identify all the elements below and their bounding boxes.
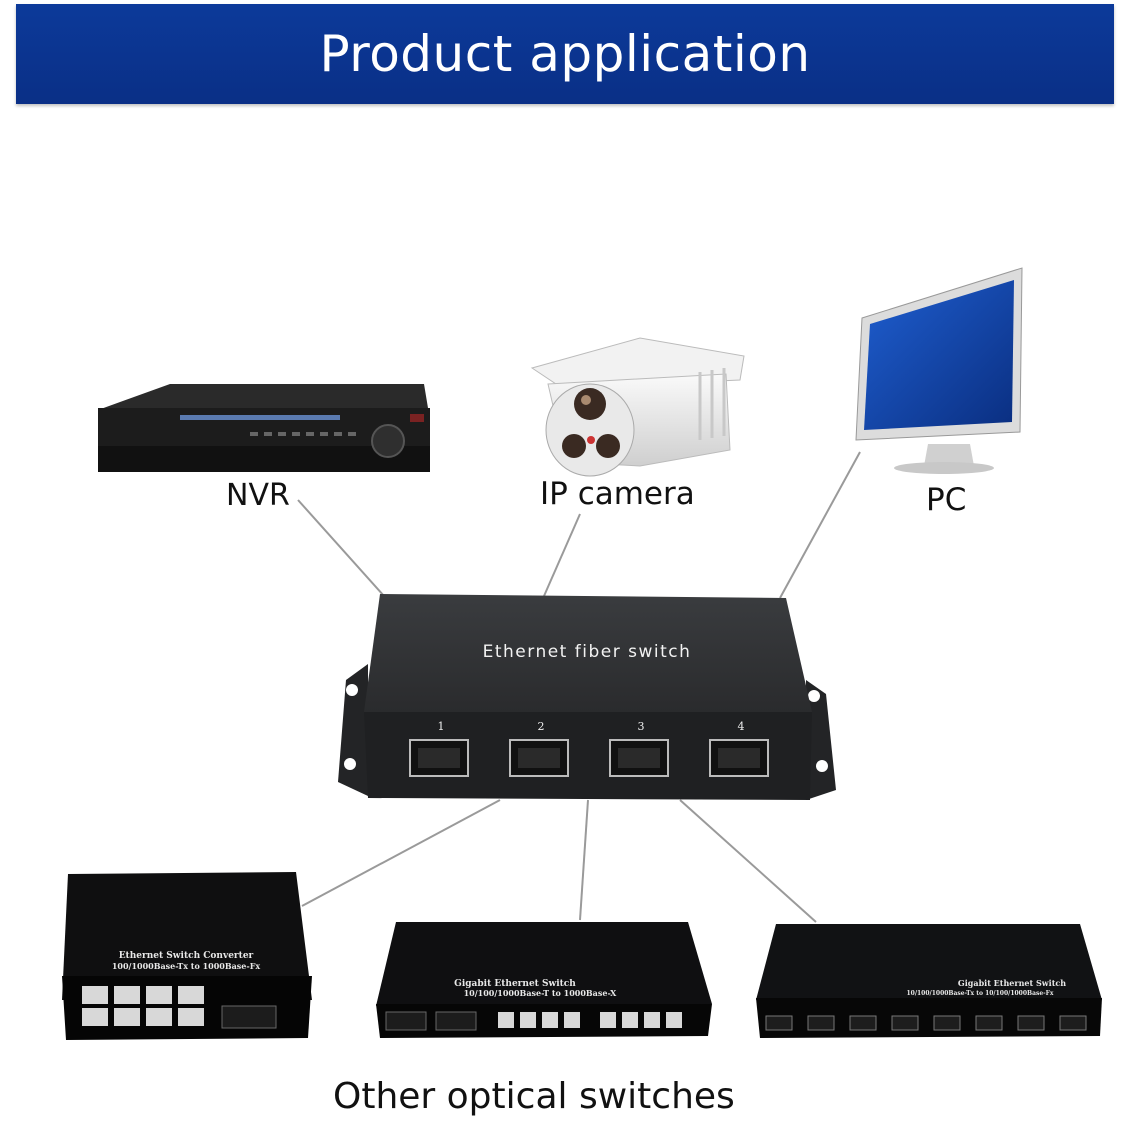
gigabit-fiber-switch: Gigabit Ethernet Switch 10/100/1000Base-…: [756, 924, 1102, 1038]
line-fiber: [679, 799, 817, 923]
sfp-port-4: 4: [709, 720, 769, 777]
page-title: Product application: [319, 25, 811, 83]
connector-lines: [297, 451, 861, 923]
svg-text:4: 4: [738, 720, 745, 733]
ear-hole-icon: [344, 758, 356, 770]
svg-text:1: 1: [438, 720, 445, 733]
gigabit-title: Gigabit Ethernet Switch: [454, 979, 576, 989]
svg-text:2: 2: [538, 720, 545, 733]
other-switches-label: Other optical switches: [333, 1076, 735, 1117]
gigabit-subtitle: 10/100/1000Base-T to 1000Base-X: [464, 988, 618, 998]
line-gigabit: [579, 799, 589, 921]
fiber-switch-subtitle: 10/100/1000Base-Tx to 10/100/1000Base-Fx: [906, 990, 1053, 997]
svg-text:3: 3: [638, 720, 645, 733]
gigabit-ethernet-switch: Gigabit Ethernet Switch 10/100/1000Base-…: [376, 922, 712, 1038]
pc-monitor-icon: [855, 267, 1023, 474]
converter-subtitle: 100/1000Base-Tx to 1000Base-Fx: [112, 961, 261, 971]
sfp-port-2: 2: [509, 720, 569, 777]
ear-hole-icon: [346, 684, 358, 696]
header-banner: Product application: [16, 4, 1114, 104]
sfp-port-3: 3: [609, 720, 669, 777]
ear-hole-icon: [816, 760, 828, 772]
line-nvr: [297, 499, 385, 597]
sfp-port-1: 1: [409, 720, 469, 777]
ip-camera-icon: [530, 337, 745, 477]
line-converter: [301, 799, 501, 907]
pc-label: PC: [926, 482, 967, 518]
fiber-switch-title: Gigabit Ethernet Switch: [958, 978, 1066, 988]
media-converter-switch: Ethernet Switch Converter 100/1000Base-T…: [62, 872, 312, 1040]
line-camera: [543, 513, 581, 597]
switch-title-label: Ethernet fiber switch: [483, 642, 692, 662]
ear-hole-icon: [808, 690, 820, 702]
line-pc: [779, 451, 861, 599]
ethernet-fiber-switch: Ethernet fiber switch 1 2 3 4: [338, 594, 836, 800]
nvr-icon: [98, 384, 430, 472]
nvr-label: NVR: [226, 478, 290, 513]
ip-camera-label: IP camera: [540, 476, 695, 512]
converter-title: Ethernet Switch Converter: [119, 951, 254, 961]
